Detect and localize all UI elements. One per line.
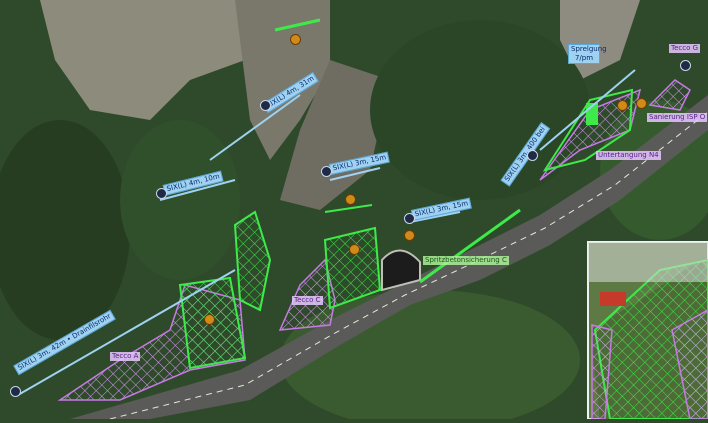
number-marker	[636, 98, 647, 109]
mesh-tecco-g	[648, 79, 691, 111]
pin-marker	[10, 386, 21, 397]
mesh-green-3	[323, 226, 382, 310]
pin-marker	[321, 166, 332, 177]
inset-purple-mesh-right	[671, 309, 708, 420]
tree-mass-right	[370, 20, 590, 200]
inset-red-marker	[600, 292, 626, 306]
mesh-green-2	[233, 210, 272, 312]
number-marker	[404, 230, 415, 241]
pin-marker	[404, 213, 415, 224]
anchor-line-6	[539, 69, 636, 151]
road-center-line	[109, 111, 708, 420]
rock-cliff-left	[40, 0, 250, 120]
number-marker	[617, 100, 628, 111]
inset-sky	[588, 242, 708, 282]
tunnel-portal	[381, 249, 421, 292]
tree-mass-mid	[120, 120, 240, 280]
shotcrete-line	[419, 208, 521, 284]
pin-marker	[156, 188, 167, 199]
green-line-top	[274, 18, 321, 32]
pin-marker	[527, 150, 538, 161]
number-marker	[345, 194, 356, 205]
pin-marker	[680, 60, 691, 71]
tree-mass-left	[0, 120, 130, 340]
mesh-green-4	[542, 88, 634, 172]
number-marker	[290, 34, 301, 45]
pin-marker	[260, 100, 271, 111]
number-marker	[349, 244, 360, 255]
mesh-untertangung	[539, 88, 642, 181]
green-line-mid	[324, 204, 373, 213]
number-marker	[204, 314, 215, 325]
